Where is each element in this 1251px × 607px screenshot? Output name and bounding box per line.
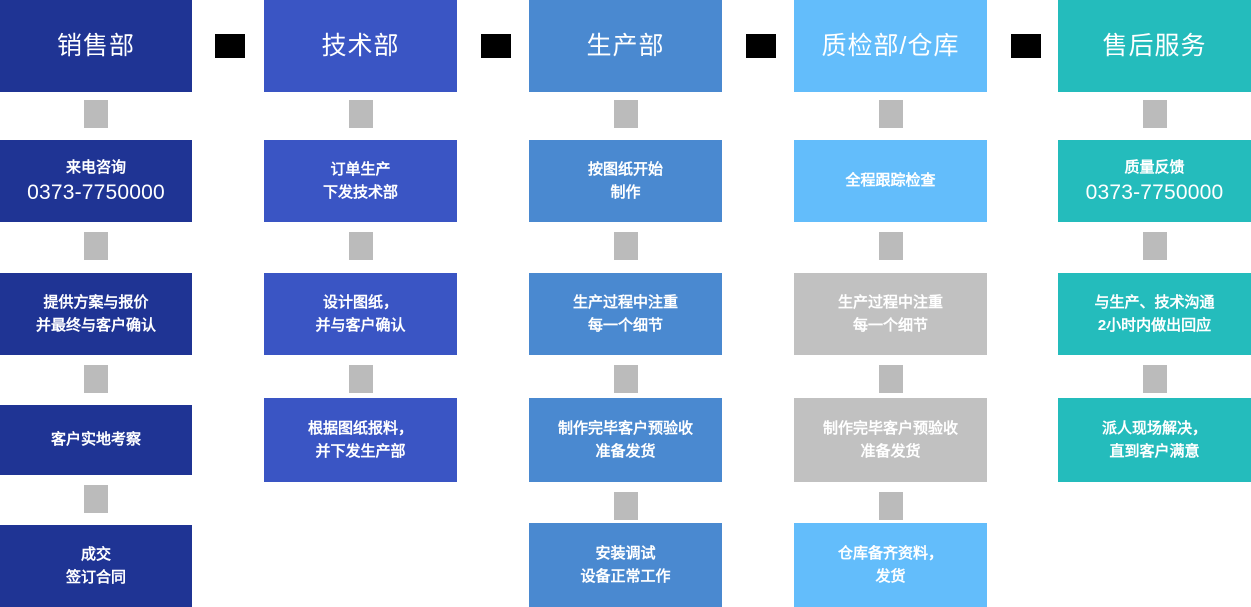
connector-arrow-down-icon: [613, 492, 638, 520]
column-qc-warehouse: 质检部/仓库全程跟踪检查生产过程中注重每一个细节制作完毕客户预验收准备发货仓库备…: [794, 0, 987, 607]
step-text-line: 并下发生产部: [315, 443, 406, 460]
column-header-production[interactable]: 生产部: [529, 0, 722, 92]
step-cell-after-sales-3[interactable]: 派人现场解决， 直到客户满意: [1058, 398, 1251, 482]
step-cell-sales-4[interactable]: 成交签订合同: [0, 525, 192, 607]
connector-arrow-down-icon: [1142, 100, 1167, 128]
step-text-line: 并最终与客户确认: [35, 317, 156, 334]
column-production: 生产部按图纸开始制作生产过程中注重每一个细节制作完毕客户预验收准备发货安装调试设…: [529, 0, 722, 607]
step-text-line: 每一个细节: [852, 317, 928, 334]
step-text-line: 提供方案与报价: [43, 293, 149, 311]
step-text-line: 发货: [875, 568, 906, 585]
column-header-after-sales[interactable]: 售后服务: [1058, 0, 1251, 92]
step-text-line: 设备正常工作: [580, 568, 671, 585]
step-cell-technology-2[interactable]: 设计图纸， 并与客户确认: [264, 273, 457, 355]
step-text-line: 根据图纸报料，: [307, 419, 413, 437]
step-text-line: 每一个细节: [587, 317, 663, 334]
column-header-qc-warehouse[interactable]: 质检部/仓库: [794, 0, 987, 92]
step-cell-technology-1[interactable]: 订单生产下发技术部: [264, 140, 457, 222]
step-text-line: 成交: [80, 545, 111, 563]
step-text-line: 制作完毕客户预验收: [557, 419, 693, 437]
step-text-line: 下发技术部: [322, 184, 398, 201]
arrow-right-icon: [481, 34, 511, 58]
arrow-right-icon: [1011, 34, 1041, 58]
step-text-line: 设计图纸，: [322, 293, 398, 311]
step-text-line: 来电咨询: [65, 159, 126, 177]
step-text-line: 准备发货: [595, 443, 656, 460]
connector-arrow-down-icon: [613, 365, 638, 393]
step-text-line: 2小时内做出回应: [1097, 317, 1212, 334]
step-cell-production-1[interactable]: 按图纸开始制作: [529, 140, 722, 222]
step-text-line: 生产过程中注重: [837, 293, 943, 311]
step-cell-qc-warehouse-1[interactable]: 全程跟踪检查: [794, 140, 987, 222]
step-text-line: 制作: [610, 184, 641, 201]
step-text-line: 准备发货: [860, 443, 921, 460]
connector-arrow-down-icon: [878, 365, 903, 393]
step-text-line: 与生产、技术沟通: [1094, 293, 1215, 311]
step-text-line: 订单生产: [330, 160, 391, 178]
step-cell-after-sales-2[interactable]: 与生产、技术沟通 2小时内做出回应: [1058, 273, 1251, 355]
connector-arrow-down-icon: [84, 100, 108, 128]
connector-arrow-down-icon: [348, 365, 373, 393]
connector-arrow-down-icon: [1142, 232, 1167, 260]
step-text-line: 仓库备齐资料，: [837, 544, 943, 562]
step-text-line: 签订合同: [65, 569, 126, 586]
connector-arrow-down-icon: [84, 485, 108, 513]
step-cell-technology-3[interactable]: 根据图纸报料， 并下发生产部: [264, 398, 457, 482]
connector-arrow-down-icon: [878, 100, 903, 128]
connector-arrow-down-icon: [613, 100, 638, 128]
connector-arrow-down-icon: [878, 232, 903, 260]
step-text-line: 生产过程中注重: [572, 293, 678, 311]
connector-arrow-down-icon: [878, 492, 903, 520]
step-cell-sales-2[interactable]: 提供方案与报价并最终与客户确认: [0, 273, 192, 355]
step-cell-sales-1[interactable]: 来电咨询 0373-7750000: [0, 140, 192, 222]
connector-arrow-down-icon: [84, 365, 108, 393]
step-text-line: 按图纸开始: [587, 160, 663, 178]
phone-number: 0373-7750000: [1085, 180, 1224, 204]
arrow-right-icon: [746, 34, 776, 58]
step-cell-qc-warehouse-2[interactable]: 生产过程中注重每一个细节: [794, 273, 987, 355]
column-technology: 技术部订单生产下发技术部设计图纸， 并与客户确认根据图纸报料， 并下发生产部: [264, 0, 457, 607]
step-text-line: 直到客户满意: [1109, 443, 1200, 460]
connector-arrow-down-icon: [1142, 365, 1167, 393]
column-header-technology[interactable]: 技术部: [264, 0, 457, 92]
step-cell-production-2[interactable]: 生产过程中注重每一个细节: [529, 273, 722, 355]
step-cell-sales-3[interactable]: 客户实地考察: [0, 405, 192, 475]
step-text-line: 制作完毕客户预验收: [822, 419, 958, 437]
arrow-right-icon: [215, 34, 245, 58]
connector-arrow-down-icon: [84, 232, 108, 260]
connector-arrow-down-icon: [348, 100, 373, 128]
step-cell-after-sales-1[interactable]: 质量反馈 0373-7750000: [1058, 140, 1251, 222]
step-cell-production-4[interactable]: 安装调试设备正常工作: [529, 523, 722, 607]
step-cell-production-3[interactable]: 制作完毕客户预验收准备发货: [529, 398, 722, 482]
step-text-line: 全程跟踪检查: [845, 172, 936, 190]
connector-arrow-down-icon: [613, 232, 638, 260]
step-text-line: 派人现场解决，: [1101, 419, 1207, 437]
connector-arrow-down-icon: [348, 232, 373, 260]
column-header-sales[interactable]: 销售部: [0, 0, 192, 92]
step-text-line: 安装调试: [595, 544, 656, 562]
phone-number: 0373-7750000: [27, 180, 165, 204]
step-cell-qc-warehouse-4[interactable]: 仓库备齐资料， 发货: [794, 523, 987, 607]
step-text-line: 客户实地考察: [50, 431, 141, 449]
step-text-line: 质量反馈: [1124, 159, 1185, 177]
step-cell-qc-warehouse-3[interactable]: 制作完毕客户预验收准备发货: [794, 398, 987, 482]
step-text-line: 并与客户确认: [315, 317, 406, 334]
